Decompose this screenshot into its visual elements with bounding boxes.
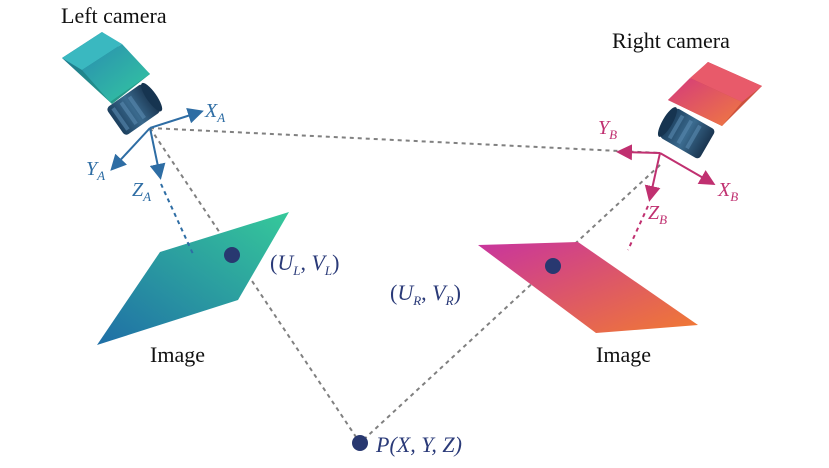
- right-x-sub: B: [730, 189, 738, 204]
- right-point-open: (: [390, 280, 397, 305]
- left-point-close: ): [332, 250, 339, 275]
- left-point-u: U: [277, 250, 295, 275]
- right-camera-title: Right camera: [612, 28, 730, 53]
- left-x-axis: [149, 108, 204, 129]
- left-y-label: YA: [86, 158, 105, 183]
- left-camera-title: Left camera: [61, 3, 167, 28]
- baseline-dash: [149, 127, 661, 154]
- right-image-point: [545, 258, 561, 274]
- right-x-label: XB: [717, 179, 738, 204]
- left-camera-icon: [62, 32, 163, 135]
- right-point-v-sub: R: [445, 293, 454, 308]
- left-z-dash: [160, 183, 194, 255]
- right-z-sub: B: [659, 212, 667, 227]
- right-y-sub: B: [609, 127, 617, 142]
- left-z-letter: Z: [132, 179, 144, 201]
- left-point-comma: ,: [300, 250, 311, 275]
- left-z-label: ZA: [132, 179, 151, 204]
- left-point-u-sub: L: [292, 263, 300, 278]
- right-z-axis: [644, 152, 661, 202]
- left-y-letter: Y: [86, 158, 99, 180]
- right-z-label: ZB: [648, 202, 667, 227]
- right-z-dash: [627, 205, 649, 251]
- left-x-letter: X: [204, 100, 218, 122]
- left-z-sub: A: [142, 189, 151, 204]
- left-axes: [110, 108, 204, 255]
- left-point-label: (UL, VL): [270, 250, 339, 278]
- left-ray-to-point: [149, 127, 361, 444]
- right-x-axis: [659, 152, 716, 185]
- right-point-close: ): [454, 280, 461, 305]
- world-point-label: P(X, Y, Z): [375, 432, 462, 457]
- right-axes: [616, 144, 716, 251]
- left-point-open: (: [270, 250, 277, 275]
- right-image-plane: [478, 242, 698, 333]
- right-point-v: V: [432, 280, 448, 305]
- left-image-point: [224, 247, 240, 263]
- left-point-v-sub: L: [324, 263, 332, 278]
- left-x-label: XA: [204, 100, 225, 125]
- right-point-label: (UR, VR): [390, 280, 461, 308]
- right-x-letter: X: [717, 179, 731, 201]
- right-point-u: U: [397, 280, 415, 305]
- world-point-name: P: [375, 432, 389, 457]
- left-image-plane: [97, 212, 289, 345]
- right-point-comma: ,: [421, 280, 432, 305]
- left-point-v: V: [311, 250, 327, 275]
- world-point-coords: (X, Y, Z): [389, 432, 462, 457]
- right-z-letter: Z: [648, 202, 660, 224]
- left-z-axis: [149, 127, 166, 180]
- left-x-sub: A: [216, 110, 225, 125]
- world-point: [352, 435, 368, 451]
- right-point-u-sub: R: [412, 293, 421, 308]
- right-y-letter: Y: [598, 117, 611, 139]
- right-image-label: Image: [596, 342, 651, 367]
- left-image-label: Image: [150, 342, 205, 367]
- right-camera-icon: [657, 62, 762, 159]
- left-y-axis: [110, 127, 151, 171]
- left-y-sub: A: [96, 168, 105, 183]
- right-y-label: YB: [598, 117, 617, 142]
- projection-lines: [149, 127, 661, 444]
- right-y-axis: [616, 144, 661, 161]
